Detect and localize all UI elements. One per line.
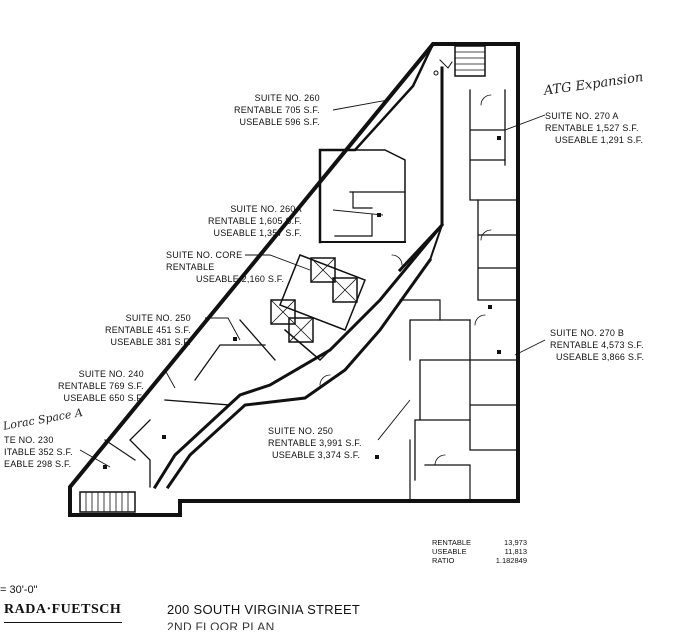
suite-230-label: TE NO. 230 ITABLE 352 S.F. EABLE 298 S.F… <box>4 434 73 470</box>
suite-rentable: RENTABLE 705 S.F. <box>234 105 320 115</box>
suite-useable: USEABLE 2,160 S.F. <box>196 274 285 284</box>
total-ratio-row: RATIO 1.182849 <box>432 556 527 565</box>
inner-wall <box>397 66 444 273</box>
suite-name: SUITE NO. CORE <box>166 250 243 260</box>
suite-name: SUITE NO. 250 <box>125 313 191 323</box>
total-rentable-value: 13,973 <box>504 538 527 547</box>
corridor-wall-outer <box>318 42 435 244</box>
stair-top <box>454 45 486 77</box>
drawing-scale: = 30'-0" <box>0 584 38 596</box>
total-useable-label: USEABLE <box>432 547 467 556</box>
suite-useable: USEABLE 596 S.F. <box>239 117 320 127</box>
suite-name: SUITE NO. 260 <box>254 93 320 103</box>
suite-name: TE NO. 230 <box>4 435 54 445</box>
total-rentable-row: RENTABLE 13,973 <box>432 538 527 547</box>
total-useable-row: USEABLE 11,813 <box>432 547 527 556</box>
area-totals: RENTABLE 13,973 USEABLE 11,813 RATIO 1.1… <box>432 538 527 565</box>
leader-260a <box>332 209 384 216</box>
suite-260a-label: SUITE NO. 260A RENTABLE 1,605 S.F. USEAB… <box>208 203 302 239</box>
suite-useable: USEABLE 1,291 S.F. <box>555 135 644 145</box>
suite-name: SUITE NO. 270 B <box>550 328 625 338</box>
suite-240-label: SUITE NO. 240 RENTABLE 769 S.F. USEABLE … <box>58 368 144 404</box>
total-rentable-label: RENTABLE <box>432 538 472 547</box>
elevator-4 <box>288 317 314 343</box>
leader-240 <box>164 369 176 389</box>
leader-230 <box>79 449 111 468</box>
total-useable-value: 11,813 <box>504 547 527 556</box>
leader-250b <box>377 399 411 441</box>
suite-name: SUITE NO. 250 <box>268 426 334 436</box>
suite-name: SUITE NO. 260A <box>230 204 302 214</box>
elevator-3 <box>270 299 296 325</box>
outer-wall <box>68 42 520 517</box>
suite-270b-label: SUITE NO. 270 B RENTABLE 4,573 S.F. USEA… <box>550 327 644 363</box>
suite-useable: EABLE 298 S.F. <box>4 459 72 469</box>
suite-250b-label: SUITE NO. 250 RENTABLE 3,991 S.F. USEABL… <box>268 425 362 461</box>
total-ratio-label: RATIO <box>432 556 455 565</box>
suite-name: SUITE NO. 240 <box>78 369 144 379</box>
building-address: 200 SOUTH VIRGINIA STREET <box>167 602 361 617</box>
corridor-wall-diag <box>428 223 444 262</box>
suite-useable: USEABLE 1,357 S.F. <box>213 228 302 238</box>
leader-270a <box>504 114 546 131</box>
corridor-diag-2 <box>165 257 433 490</box>
suite-useable: USEABLE 3,374 S.F. <box>272 450 361 460</box>
suite-rentable: RENTABLE 4,573 S.F. <box>550 340 644 350</box>
suite-rentable: RENTABLE 3,991 S.F. <box>268 438 362 448</box>
leader-core <box>245 254 311 271</box>
suite-rentable: RENTABLE 1,605 S.F. <box>208 216 302 226</box>
total-ratio-value: 1.182849 <box>495 556 527 565</box>
suite-core-label: SUITE NO. CORE RENTABLE USEABLE 2,160 S.… <box>166 249 284 285</box>
suite-rentable: RENTABLE <box>166 262 215 272</box>
corridor-diag-1 <box>152 222 445 490</box>
suite-useable: USEABLE 650 S.F. <box>63 393 144 403</box>
stair-bottom <box>79 491 136 513</box>
suite-rentable: ITABLE 352 S.F. <box>4 447 73 457</box>
leader-260 <box>332 99 389 111</box>
suite-rentable: RENTABLE 769 S.F. <box>58 381 144 391</box>
suite-useable: USEABLE 3,866 S.F. <box>556 352 645 362</box>
suite-useable: USEABLE 381 S.F. <box>110 337 191 347</box>
leader-270b <box>514 339 546 356</box>
suite-rentable: RENTABLE 451 S.F. <box>105 325 191 335</box>
firm-underline <box>4 622 122 623</box>
elevator-2 <box>332 277 358 303</box>
firm-name: RADA·FUETSCH <box>4 602 122 617</box>
suite-name: SUITE NO. 270 A <box>545 111 619 121</box>
elevator-1 <box>310 257 336 283</box>
leader-250a <box>205 317 241 341</box>
suite-rentable: RENTABLE 1,527 S.F. <box>545 123 639 133</box>
plan-subtitle: 2ND FLOOR PLAN <box>167 620 275 630</box>
suite-270a-label: SUITE NO. 270 A RENTABLE 1,527 S.F. USEA… <box>545 110 643 146</box>
suite-260-label: SUITE NO. 260 RENTABLE 705 S.F. USEABLE … <box>234 92 320 128</box>
suite-250a-label: SUITE NO. 250 RENTABLE 451 S.F. USEABLE … <box>105 312 191 348</box>
